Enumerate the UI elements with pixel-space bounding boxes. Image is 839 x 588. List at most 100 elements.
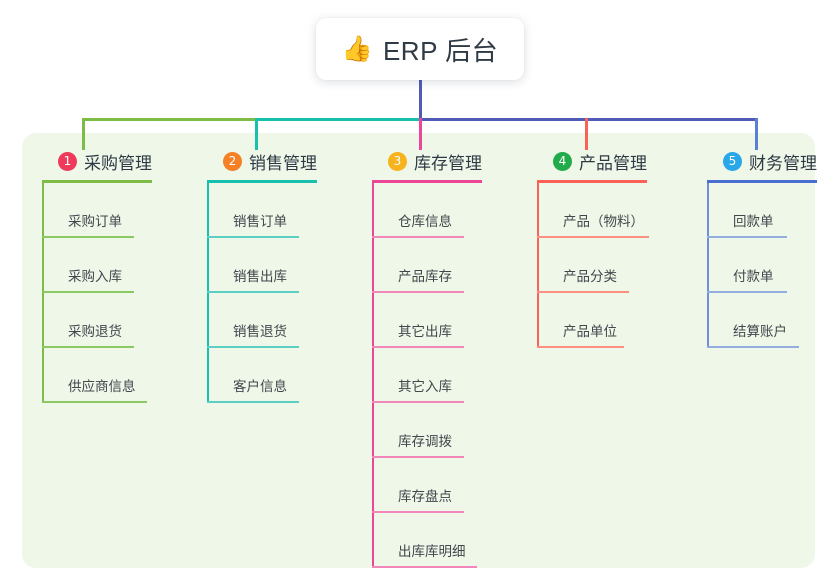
tree-item[interactable]: 出库库明细 [372,513,530,568]
tree-item-label: 其它入库 [398,379,452,394]
tree-item[interactable]: 供应商信息 [42,348,190,403]
tree-item[interactable]: 库存调拨 [372,403,530,458]
tree-item-rule [372,401,464,403]
tree-item-label: 采购订单 [68,214,122,229]
branch-column-3: 3 库存管理 仓库信息 产品库存 其它出库 其它入库 库存调拨 [370,148,530,568]
branch-items-3: 仓库信息 产品库存 其它出库 其它入库 库存调拨 库存盘点 [372,183,530,568]
tree-item[interactable]: 采购订单 [42,183,190,238]
tree-item[interactable]: 采购退货 [42,293,190,348]
page-title: ERP 后台 [382,35,499,66]
tree-item[interactable]: 其它出库 [372,293,530,348]
tree-item-label: 出库库明细 [398,544,466,559]
tree-item[interactable]: 销售出库 [207,238,355,293]
branch-items-1: 采购订单 采购入库 采购退货 供应商信息 [42,183,190,403]
tree-item[interactable]: 回款单 [707,183,839,238]
branch-spine-1 [42,183,44,403]
tree-item-label: 付款单 [733,269,774,284]
branch-header-5[interactable]: 5 财务管理 [705,148,839,174]
tree-item-rule [372,511,464,513]
tree-item-rule [207,346,299,348]
tree-item-label: 仓库信息 [398,214,452,229]
branch-title-3: 库存管理 [414,153,482,173]
tree-item-rule [207,401,299,403]
tree-item-label: 产品（物料） [563,214,644,229]
bus-segment-blue [419,118,758,121]
tree-item-label: 产品库存 [398,269,452,284]
tree-item-label: 库存盘点 [398,489,452,504]
branch-rule-5 [707,180,817,183]
branch-header-3[interactable]: 3 库存管理 [370,148,530,174]
branch-spine-2 [207,183,209,403]
tree-item-rule [207,291,299,293]
branch-items-4: 产品（物料） 产品分类 产品单位 [537,183,705,348]
tree-item-label: 库存调拨 [398,434,452,449]
drop-line-2 [255,118,258,150]
tree-item-rule [707,236,787,238]
branch-column-5: 5 财务管理 回款单 付款单 结算账户 [705,148,839,348]
branch-items-2: 销售订单 销售出库 销售退货 客户信息 [207,183,355,403]
branch-header-2[interactable]: 2 销售管理 [205,148,355,174]
root-title-card[interactable]: 👍 ERP 后台 [316,18,524,80]
thumbs-up-emoji: 👍 [341,34,373,63]
branch-title-5: 财务管理 [749,153,817,173]
tree-item-rule [537,346,624,348]
root-stem-line [419,80,422,120]
branch-badge-3: 3 [388,151,407,171]
tree-item[interactable]: 销售退货 [207,293,355,348]
tree-item-label: 回款单 [733,214,774,229]
diagram-panel [22,133,815,568]
tree-item[interactable]: 客户信息 [207,348,355,403]
tree-item-rule [372,456,464,458]
branch-items-5: 回款单 付款单 结算账户 [707,183,839,348]
branch-badge-5: 5 [723,151,742,171]
branch-spine-4 [537,183,539,348]
drop-line-1 [82,118,85,150]
drop-line-4 [585,118,588,150]
tree-item-label: 销售出库 [233,269,287,284]
tree-item[interactable]: 仓库信息 [372,183,530,238]
tree-item-rule [207,236,299,238]
tree-item[interactable]: 采购入库 [42,238,190,293]
tree-item-rule [707,346,799,348]
tree-item-rule [537,291,629,293]
tree-item-label: 采购退货 [68,324,122,339]
bus-segment-green [82,118,257,121]
tree-item-rule [42,346,134,348]
branch-badge-2: 2 [223,151,242,171]
branch-header-4[interactable]: 4 产品管理 [535,148,705,174]
tree-item-label: 结算账户 [733,324,787,339]
branch-badge-1: 1 [58,151,77,171]
branch-column-1: 1 采购管理 采购订单 采购入库 采购退货 供应商信息 [40,148,190,403]
branch-title-2: 销售管理 [249,153,317,173]
tree-item[interactable]: 其它入库 [372,348,530,403]
tree-item-label: 其它出库 [398,324,452,339]
tree-item-rule [707,291,787,293]
tree-item[interactable]: 结算账户 [707,293,839,348]
tree-item[interactable]: 产品单位 [537,293,705,348]
branch-title-1: 采购管理 [84,153,152,173]
branch-column-2: 2 销售管理 销售订单 销售出库 销售退货 客户信息 [205,148,355,403]
branch-rule-1 [42,180,152,183]
branch-rule-3 [372,180,482,183]
tree-item[interactable]: 库存盘点 [372,458,530,513]
tree-item[interactable]: 产品（物料） [537,183,705,238]
tree-item[interactable]: 付款单 [707,238,839,293]
tree-item-label: 客户信息 [233,379,287,394]
drop-line-3 [419,118,422,150]
tree-item-label: 采购入库 [68,269,122,284]
tree-item-label: 供应商信息 [68,379,136,394]
tree-item-rule [372,236,464,238]
branch-column-4: 4 产品管理 产品（物料） 产品分类 产品单位 [535,148,705,348]
branch-spine-5 [707,183,709,348]
tree-item-label: 产品单位 [563,324,617,339]
tree-item[interactable]: 产品分类 [537,238,705,293]
branch-spine-3 [372,183,374,568]
tree-item-label: 产品分类 [563,269,617,284]
branch-header-1[interactable]: 1 采购管理 [40,148,190,174]
tree-item-rule [42,236,134,238]
tree-item[interactable]: 销售订单 [207,183,355,238]
branch-badge-4: 4 [553,151,572,171]
tree-item-rule [42,401,147,403]
tree-item[interactable]: 产品库存 [372,238,530,293]
